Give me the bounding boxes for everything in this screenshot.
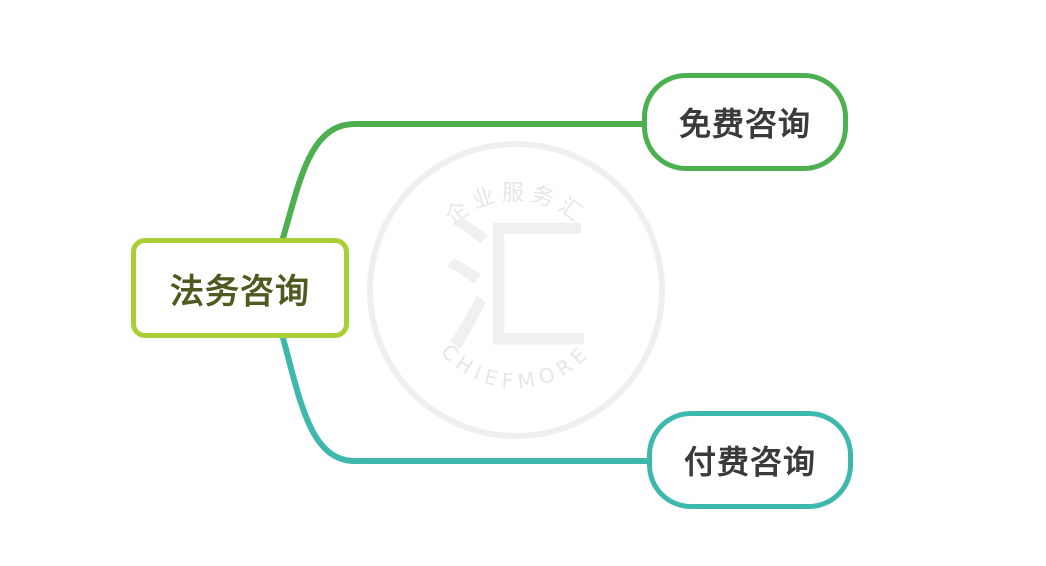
child-node-free-consultation[interactable]: 免费咨询 (642, 73, 848, 171)
child-node-paid-consultation[interactable]: 付费咨询 (647, 411, 853, 509)
edge-to-bottom-child (280, 335, 650, 464)
root-node[interactable]: 法务咨询 (131, 238, 349, 338)
root-node-label: 法务咨询 (170, 271, 310, 312)
edge-to-top-child (280, 121, 645, 241)
child-node-label: 付费咨询 (683, 443, 816, 481)
child-node-label: 免费咨询 (678, 105, 811, 143)
